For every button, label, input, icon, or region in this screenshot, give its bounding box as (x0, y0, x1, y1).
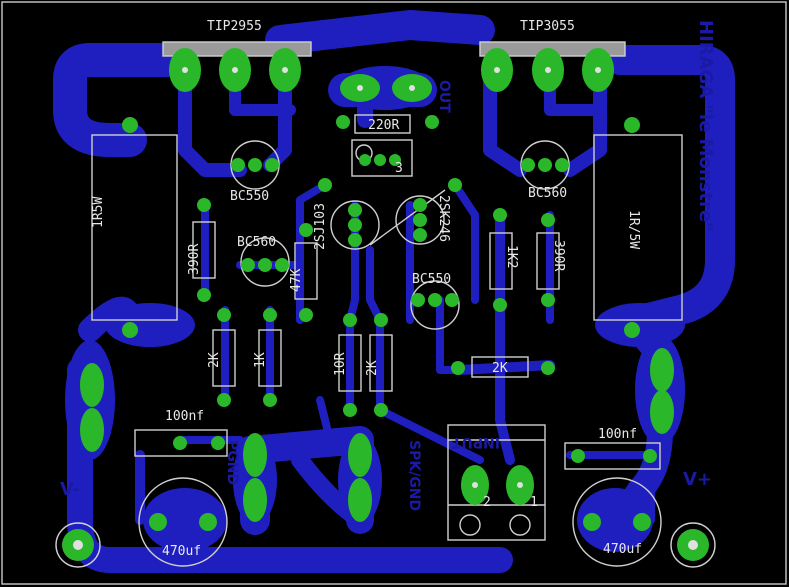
label-pin1: 1 (530, 495, 538, 510)
label-390r-right: 390R (551, 240, 566, 271)
label-out: OUT (436, 80, 452, 113)
label-100nf-right: 100nf (598, 427, 637, 442)
label-47k: 47K (289, 268, 304, 292)
label-trim-3: 3 (395, 161, 403, 176)
label-vpos: V+ (683, 469, 712, 490)
drill-holes (73, 67, 698, 550)
label-2k-b: 2K (365, 360, 380, 376)
label-bc560-top: BC560 (528, 186, 567, 201)
label-bc550-top: BC550 (230, 189, 269, 204)
label-1k2: 1K2 (504, 245, 519, 268)
label-390r-left: 390R (187, 244, 202, 275)
label-input: INPUT (451, 434, 500, 450)
label-vneg: V- (60, 479, 80, 500)
label-220r: 220R (368, 118, 399, 133)
label-2sk246: 2SK246 (436, 195, 451, 242)
label-pgnd: PGND (224, 440, 240, 485)
label-bc560-left: BC560 (237, 235, 276, 250)
label-tip3055: TIP3055 (520, 19, 575, 34)
label-1r5w-right: 1R/5W (626, 210, 641, 249)
label-470uf-right: 470uf (603, 542, 642, 557)
label-pin2: 2 (483, 495, 491, 510)
label-2k-a: 2K (207, 352, 222, 368)
label-1r5w-left: 1R5W (91, 197, 106, 228)
label-470uf-left: 470uf (162, 544, 201, 559)
label-2sj103: 2SJ103 (313, 203, 328, 250)
pads-layer (62, 48, 709, 561)
label-tip2955: TIP2955 (207, 19, 262, 34)
board-title: HIRAGA "le Monstre" (695, 20, 716, 231)
label-1k: 1K (253, 352, 268, 368)
label-10r: 10R (333, 352, 348, 376)
label-100nf-left: 100nf (165, 409, 204, 424)
label-2k-c: 2K (492, 361, 508, 376)
label-bc550-mid: BC550 (412, 272, 451, 287)
label-spkgnd: SPK/GND (406, 440, 422, 511)
